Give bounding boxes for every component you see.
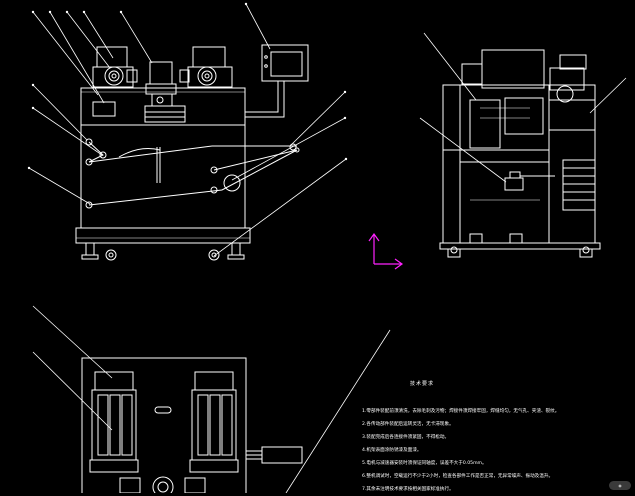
notes-title: 技术要求 bbox=[410, 381, 435, 387]
note-line-3: 3.装配完成后各连接件须紧固，不得松动。 bbox=[362, 435, 450, 440]
plan-column-left bbox=[89, 389, 139, 473]
note-line-4: 4.机架表面涂防锈漆及面漆。 bbox=[362, 448, 422, 453]
note-line-1: 1.零部件装配前须清洗，去除毛刺及污物；焊接件须焊接牢固，焊缝均匀，无气孔、夹渣… bbox=[362, 409, 560, 414]
side-view bbox=[419, 32, 627, 258]
note-line-7: 7.其余未注明技术要求按相关国家标准执行。 bbox=[362, 487, 454, 492]
web-path bbox=[88, 141, 298, 206]
plan-column-right bbox=[189, 389, 239, 473]
rollers bbox=[85, 138, 300, 209]
top-motor-left bbox=[92, 46, 138, 88]
front-leader-dots bbox=[27, 2, 348, 170]
watermark-badge: ◉ bbox=[609, 481, 631, 490]
center-gearbox bbox=[144, 61, 186, 123]
side-leaders bbox=[419, 32, 627, 183]
ucs-axis-icon bbox=[368, 232, 404, 270]
front-view bbox=[27, 2, 348, 261]
plan-leaders bbox=[32, 305, 391, 493]
note-line-5: 5.电机与减速器安装时须保证同轴度，误差不大于0.05mm。 bbox=[362, 461, 487, 466]
hmi-panel bbox=[245, 44, 309, 118]
front-leaders bbox=[28, 3, 347, 257]
top-motor-right bbox=[179, 46, 233, 88]
note-line-6: 6.整机调试时，空载运行不少于2小时，检查各部件工作是否正常，无异常噪声、振动及… bbox=[362, 474, 554, 479]
note-line-2: 2.各传动部件装配后运转灵活，无卡滞现象。 bbox=[362, 422, 454, 427]
plan-view bbox=[32, 305, 391, 493]
